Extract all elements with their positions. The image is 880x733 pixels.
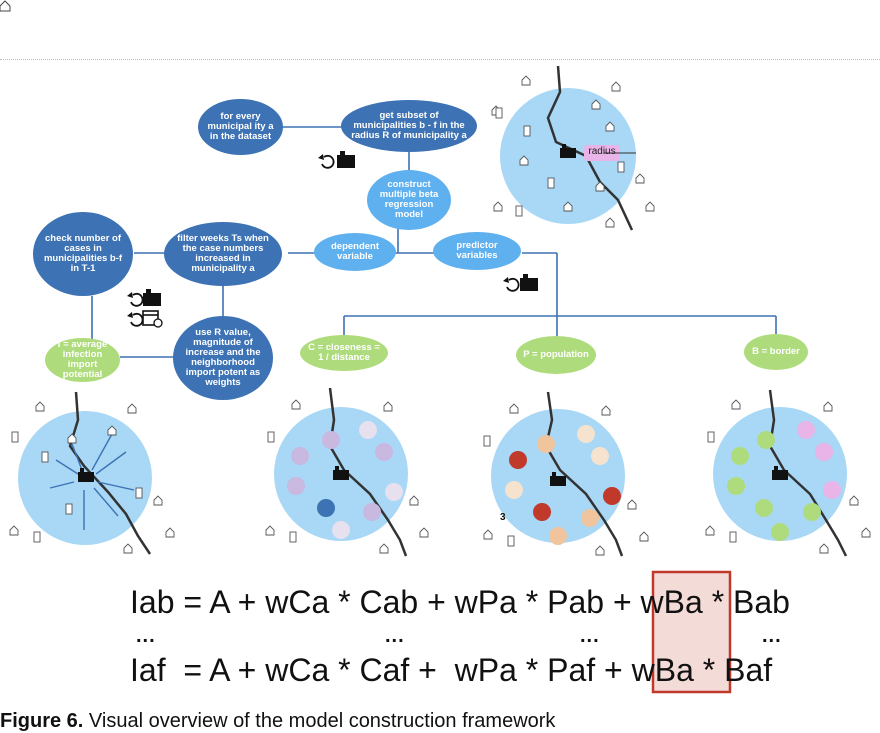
tall-building-icon bbox=[11, 107, 737, 547]
caption-label: Figure 6. bbox=[0, 710, 84, 732]
ellipsis-1: ... bbox=[136, 625, 156, 647]
house-icons bbox=[0, 0, 11, 12]
equation-iaf: Iaf = A + wCa * Caf + wPa * Paf + wBa * … bbox=[130, 652, 773, 688]
connectors bbox=[91, 126, 777, 358]
node-dependent-variable: dependent variable bbox=[314, 233, 396, 271]
node-get-subset: get subset of municipalities b - f in th… bbox=[341, 100, 477, 152]
house-icon bbox=[9, 75, 871, 556]
equation-iab: Iab = A + wCa * Cab + wPa * Pab + wBa * … bbox=[130, 584, 790, 620]
refresh-calendar-icon bbox=[127, 310, 163, 328]
radius-label: radius bbox=[588, 146, 616, 157]
top-divider bbox=[0, 59, 880, 60]
refresh-buildings-icon-1 bbox=[318, 151, 355, 169]
node-filter-weeks: filter weeks Ts when the case numbers in… bbox=[164, 222, 282, 286]
node-import-potential: I = average infection import potential bbox=[45, 338, 120, 382]
population-marker: 3 bbox=[500, 512, 506, 523]
node-for-every: for every municipal ity a in the dataset bbox=[198, 99, 283, 155]
caption-text: Visual overview of the model constructio… bbox=[88, 710, 556, 732]
ellipsis-4: ... bbox=[762, 625, 782, 647]
node-border: B = border bbox=[744, 334, 808, 370]
wba-highlight-box bbox=[651, 570, 732, 694]
refresh-buildings-icon-2 bbox=[503, 274, 538, 292]
node-closeness: C = closeness = 1 / distance bbox=[300, 335, 388, 371]
region-population bbox=[491, 391, 625, 557]
node-use-r-value: use R value, magnitude of increase and t… bbox=[173, 316, 273, 400]
node-population: P = population bbox=[516, 336, 596, 374]
ellipsis-3: ... bbox=[580, 625, 600, 647]
refresh-buildings-icon-3 bbox=[127, 289, 161, 307]
node-construct-model: construct multiple beta regression model bbox=[367, 170, 451, 230]
node-check-cases: check number of cases in municipalities … bbox=[33, 212, 133, 296]
ellipsis-2: ... bbox=[385, 625, 405, 647]
city-icon bbox=[78, 144, 788, 486]
figure-caption: Figure 6. Visual overview of the model c… bbox=[0, 710, 555, 733]
node-predictor-variables: predictor variables bbox=[433, 232, 521, 270]
